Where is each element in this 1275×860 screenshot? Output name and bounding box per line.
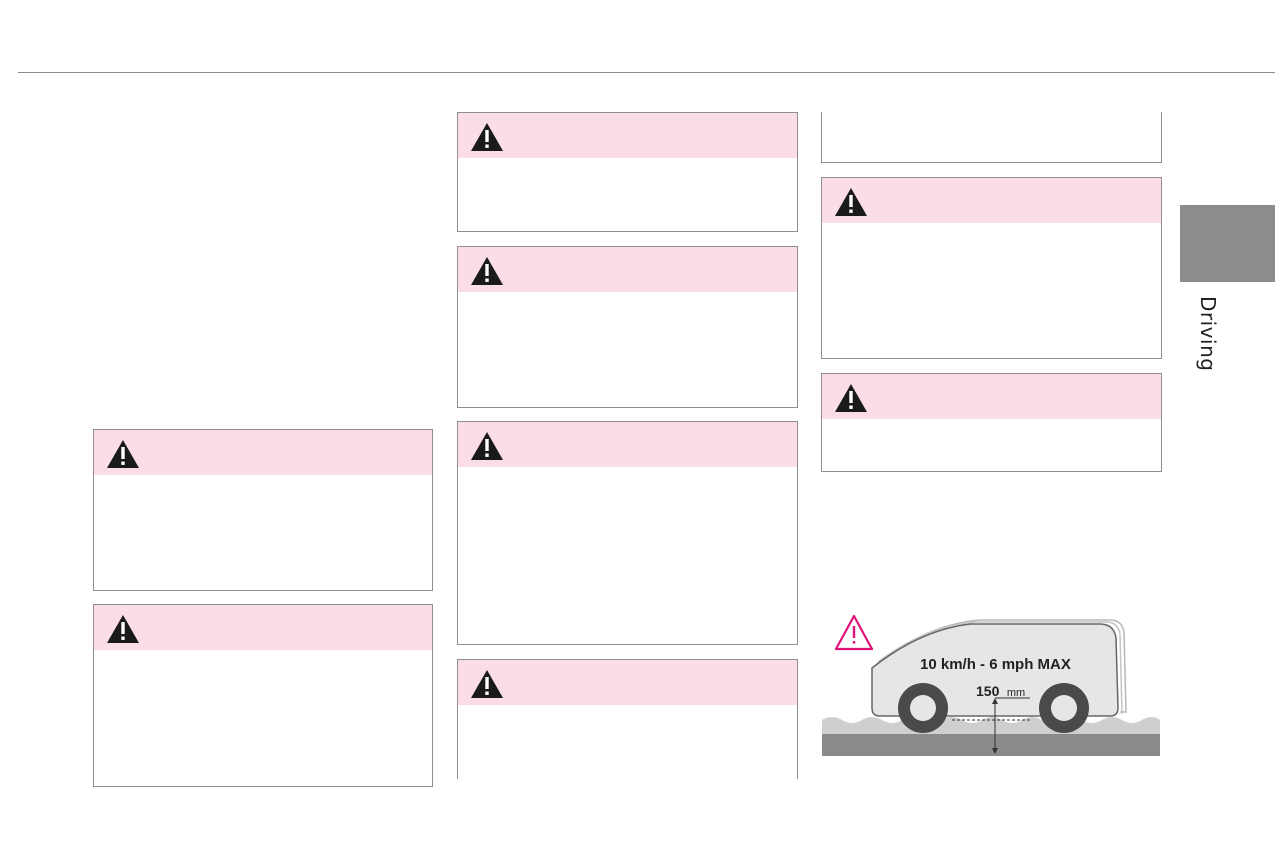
warning-icon — [471, 257, 503, 285]
warning-icon — [835, 188, 867, 216]
depth-value: 150 — [976, 683, 1000, 699]
svg-text:150 mm: 150 mm — [976, 683, 1025, 700]
warning-box — [93, 429, 433, 591]
water-surface — [822, 717, 1160, 734]
warning-box — [457, 421, 798, 645]
warning-header — [822, 178, 1161, 223]
header-rule — [18, 72, 1275, 73]
warning-icon — [835, 384, 867, 412]
warning-header — [458, 113, 797, 158]
warning-header — [822, 374, 1161, 419]
warning-box — [93, 604, 433, 787]
speed-label: 10 km/h - 6 mph MAX — [920, 656, 1071, 673]
warning-header — [458, 247, 797, 292]
warning-icon — [471, 432, 503, 460]
warning-header — [94, 605, 432, 650]
caution-triangle-icon — [834, 614, 874, 651]
warning-box — [457, 659, 798, 779]
warning-box — [821, 177, 1162, 359]
wading-illustration: 10 km/h - 6 mph MAX 150 mm — [822, 614, 1160, 756]
warning-icon — [471, 670, 503, 698]
chapter-tab — [1180, 205, 1275, 282]
warning-box — [457, 112, 798, 232]
warning-header — [94, 430, 432, 475]
warning-header — [458, 660, 797, 705]
warning-icon — [471, 123, 503, 151]
road-surface — [822, 734, 1160, 756]
warning-icon — [107, 615, 139, 643]
depth-unit: mm — [1007, 687, 1025, 699]
warning-box — [457, 246, 798, 408]
chapter-label: Driving — [1196, 296, 1220, 372]
warning-header — [458, 422, 797, 467]
warning-box — [821, 373, 1162, 472]
warning-box-continued — [821, 112, 1162, 163]
warning-icon — [107, 440, 139, 468]
